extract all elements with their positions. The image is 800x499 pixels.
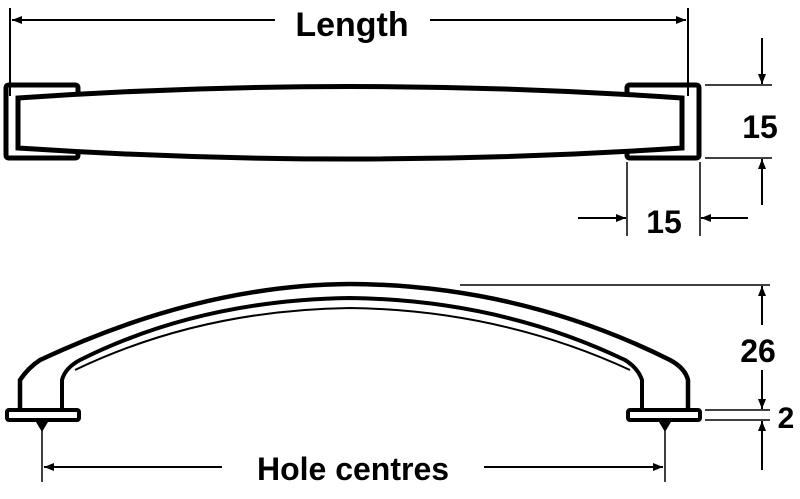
top-view bbox=[3, 8, 772, 236]
length-label: Length bbox=[295, 6, 408, 44]
handle-body-top bbox=[15, 84, 685, 162]
handle-arch-outer bbox=[17, 281, 691, 408]
handle-arch-inner bbox=[60, 295, 644, 408]
base-thickness-label: 2 bbox=[778, 402, 795, 435]
left-end-cap bbox=[3, 82, 81, 161]
width-label: 15 bbox=[742, 109, 778, 145]
right-screw-point bbox=[659, 422, 671, 432]
left-screw-point bbox=[36, 422, 48, 432]
hole-centres-label: Hole centres bbox=[257, 451, 449, 487]
left-base bbox=[5, 408, 81, 422]
height-label: 26 bbox=[740, 333, 776, 369]
right-end-cap bbox=[624, 82, 702, 161]
side-view bbox=[5, 281, 770, 482]
handle-arch-bevel bbox=[74, 306, 631, 371]
cap-depth-label: 15 bbox=[646, 204, 682, 240]
right-base bbox=[626, 408, 702, 422]
